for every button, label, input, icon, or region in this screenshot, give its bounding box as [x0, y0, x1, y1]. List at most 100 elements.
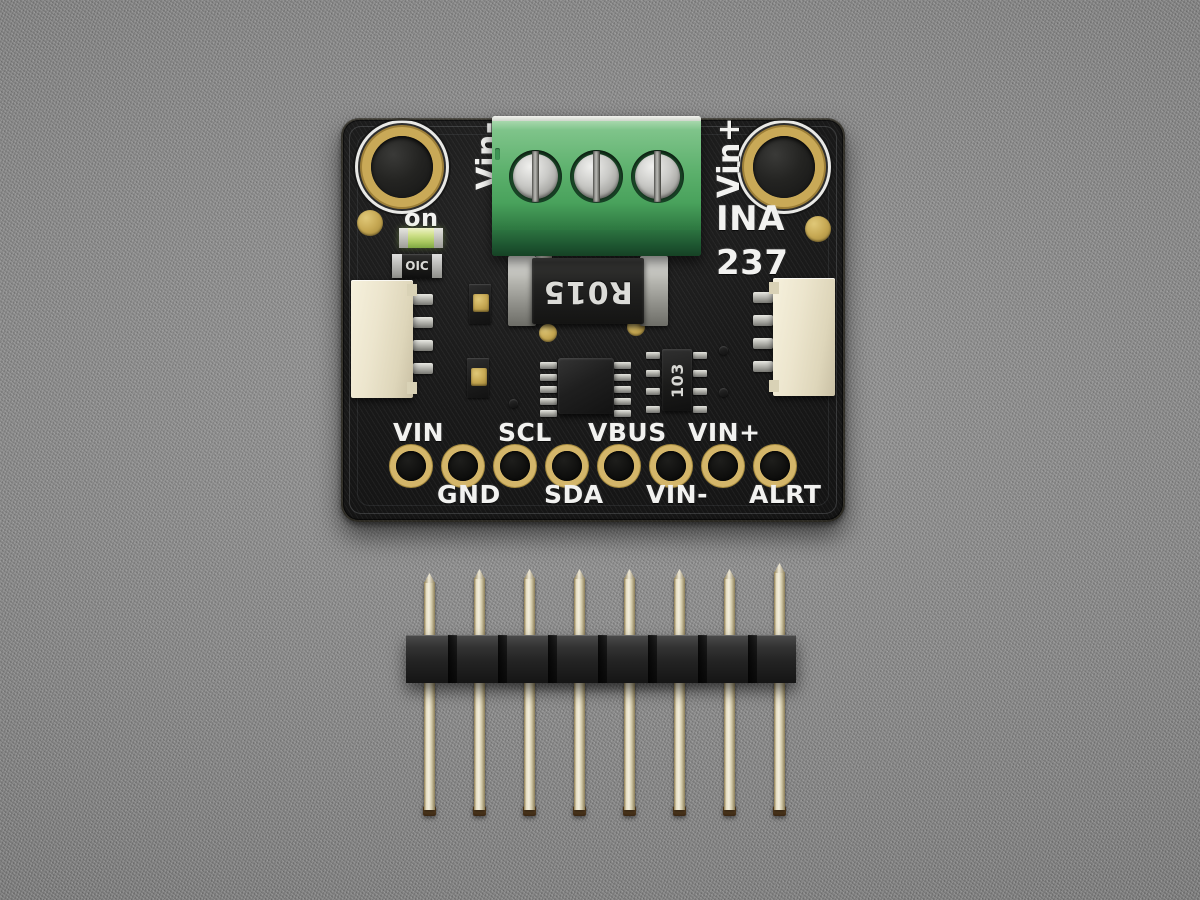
mounting-hole-left [371, 136, 433, 198]
rarray-leg-r2 [693, 370, 707, 377]
gold-pad-right [805, 216, 831, 242]
qt-left-leg-2 [413, 317, 433, 328]
header-slot-5 [648, 635, 657, 683]
silk-label-on: on [404, 204, 439, 232]
test-via-3 [509, 399, 518, 408]
gold-pad-left [357, 210, 383, 236]
via-under-shunt-left [539, 324, 557, 342]
header-pin-8-top [774, 572, 785, 636]
header-slot-2 [498, 635, 507, 683]
shunt-body: R015 [532, 258, 644, 324]
header-pin-5-top [624, 578, 635, 636]
screw-slot-1 [532, 151, 539, 202]
header-pin-1-top [424, 582, 435, 636]
pin-label-vinminus: VIN- [646, 480, 708, 509]
pad-alrt [760, 451, 790, 481]
terminal-well-3 [631, 150, 684, 203]
screw-slot-3 [654, 151, 661, 202]
ic-leg-r4 [614, 398, 631, 405]
header-pin-8-bottom [774, 682, 785, 810]
qt-right-leg-2 [753, 315, 773, 326]
ic-leg-r5 [614, 410, 631, 417]
pin-label-scl: SCL [498, 418, 552, 447]
ic-leg-l5 [540, 410, 557, 417]
test-via-2 [719, 388, 728, 397]
header-pin-3-top [524, 578, 535, 636]
pin-label-vbus: VBUS [588, 418, 667, 447]
qt-right-leg-4 [753, 361, 773, 372]
rarray-leg-l4 [646, 406, 660, 413]
resistor-terminal-left [392, 254, 402, 278]
resistor-array-marking: 103 [667, 362, 687, 398]
ic-leg-l4 [540, 398, 557, 405]
header-pin-2-top [474, 578, 485, 636]
header-pin-3-bottom [524, 682, 535, 810]
header-pin-7-foot [723, 806, 736, 816]
terminal-top-rail [492, 116, 701, 121]
pin-label-sda: SDA [544, 480, 604, 509]
qt-right-leg-1 [753, 292, 773, 303]
pad-vinplus [708, 451, 738, 481]
led-terminal-left [399, 228, 408, 248]
pad-vbus [604, 451, 634, 481]
header-pin-6-bottom [674, 682, 685, 810]
ic-leg-r2 [614, 374, 631, 381]
stemma-qt-connector-right [769, 278, 835, 396]
header-pin-1-foot [423, 806, 436, 816]
terminal-screw-1[interactable] [513, 151, 558, 202]
male-header-strip [406, 635, 796, 683]
pin-label-vinplus: VIN+ [688, 418, 761, 447]
header-slot-1 [448, 635, 457, 683]
header-pin-7-top [724, 578, 735, 636]
smd-resistor-oic: OIC [392, 254, 442, 278]
header-pin-6-top [674, 578, 685, 636]
qt-tab-top [407, 284, 417, 296]
power-led [399, 228, 443, 248]
terminal-base [492, 230, 701, 256]
ic-leg-l1 [540, 362, 557, 369]
header-slot-3 [548, 635, 557, 683]
pad-gnd [448, 451, 478, 481]
silk-label-part-ina: INA [716, 199, 785, 239]
qt-left-leg-4 [413, 363, 433, 374]
header-pin-4-foot [573, 806, 586, 816]
pad-vin [396, 451, 426, 481]
resistor-array-103: 103 [662, 349, 692, 411]
header-pin-6-foot [673, 806, 686, 816]
qt-tab-bottom-right [769, 380, 779, 392]
header-pin-3-foot [523, 806, 536, 816]
terminal-screw-3[interactable] [635, 151, 680, 202]
terminal-screw-2[interactable] [574, 151, 619, 202]
header-pin-4-bottom [574, 682, 585, 810]
rarray-leg-r4 [693, 406, 707, 413]
terminal-well-1 [509, 150, 562, 203]
header-pin-8-foot [773, 806, 786, 816]
led-terminal-right [434, 228, 443, 248]
silk-label-part-237: 237 [716, 243, 789, 283]
ic-leg-r3 [614, 386, 631, 393]
qt-right-leg-3 [753, 338, 773, 349]
screw-slot-2 [593, 151, 600, 202]
qt-tab-bottom [407, 382, 417, 394]
via-pad-2 [471, 368, 487, 386]
shunt-resistor: R015 [508, 256, 668, 326]
header-pin-2-bottom [474, 682, 485, 810]
pad-scl [500, 451, 530, 481]
screw-terminal-block [492, 116, 701, 256]
pin-label-gnd: GND [437, 480, 501, 509]
test-via-1 [719, 346, 728, 355]
qt-left-leg-1 [413, 294, 433, 305]
header-pin-2-foot [473, 806, 486, 816]
shunt-marking: R015 [543, 273, 633, 309]
header-pin-4-top [574, 578, 585, 636]
resistor-marking: OIC [405, 259, 429, 273]
silk-label-vin-plus: Vin+ [712, 118, 747, 198]
pin-label-alrt: ALRT [749, 480, 822, 509]
rarray-leg-r3 [693, 388, 707, 395]
mounting-hole-right [753, 136, 815, 198]
via-pad-1 [473, 294, 489, 312]
stemma-qt-connector-left [351, 280, 417, 398]
terminal-well-2 [570, 150, 623, 203]
header-pin-5-foot [623, 806, 636, 816]
qt-tab-top-right [769, 282, 779, 294]
